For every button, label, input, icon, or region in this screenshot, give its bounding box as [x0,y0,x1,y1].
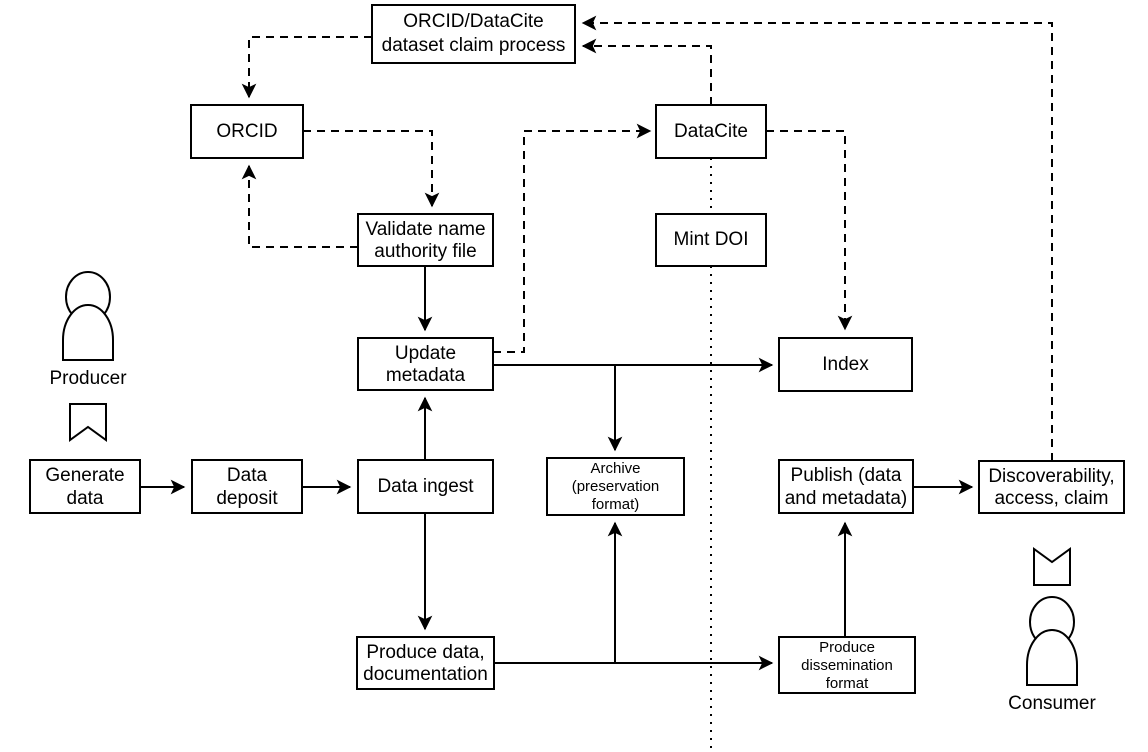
node-update-metadata-label-2: metadata [386,365,466,386]
node-archive-label-1: Archive [590,460,640,477]
node-publish-box[interactable] [778,459,914,514]
node-mint-doi-box[interactable] [655,213,767,267]
node-produce-data-documentation-label-2: documentation [363,664,488,685]
node-generate-data-label-1: Generate [45,465,124,486]
producer-label: Producer [49,368,127,389]
node-produce-dissemination-format-box[interactable] [778,636,916,694]
edge-datacite-to-index [766,130,853,331]
node-produce-data-documentation[interactable]: Produce data, documentation [356,636,495,690]
consumer-person-icon [1026,596,1078,686]
producer-person-icon [62,271,114,361]
node-update-metadata-label-1: Update [395,343,456,364]
node-data-ingest-label-1: Data ingest [377,476,474,497]
node-orcid-datacite-claim-process-box[interactable] [371,4,576,64]
node-mint-doi-label-1: Mint DOI [674,229,749,250]
node-publish-label-2: and metadata) [785,488,908,509]
node-validate-name-authority-file-label-2: authority file [374,241,476,262]
node-data-deposit-box[interactable] [191,459,303,514]
edge-update-metadata-to-datacite [493,123,652,353]
edge-discoverability-to-claim-process [581,15,1053,461]
node-datacite-label-1: DataCite [674,121,748,142]
node-generate-data-label-2: data [67,488,104,509]
node-archive-label-3: format) [592,496,640,513]
node-produce-dissemination-format-label-1: Produce [819,639,875,656]
node-datacite[interactable]: DataCite [655,104,767,159]
node-index-label-1: Index [822,354,869,375]
node-data-deposit-label-1: Data [227,465,268,486]
node-generate-data-box[interactable] [29,459,141,514]
consumer-label: Consumer [1008,693,1096,714]
actor-producer: Producer [49,271,127,442]
producer-bookmark-icon [69,403,107,442]
node-datacite-box[interactable] [655,104,767,159]
node-publish[interactable]: Publish (data and metadata) [778,459,914,514]
node-orcid[interactable]: ORCID [190,104,304,159]
node-produce-dissemination-format[interactable]: Produce dissemination format [778,636,916,694]
node-data-ingest[interactable]: Data ingest [357,459,494,514]
consumer-bookmark-icon [1033,547,1071,586]
node-publish-label-1: Publish (data [791,465,902,486]
node-produce-data-documentation-label-1: Produce data, [366,642,484,663]
edge-orcid-to-validate-name [303,130,440,208]
node-data-deposit-label-2: deposit [216,488,278,509]
edge-validate-name-to-orcid [241,164,358,248]
node-discoverability-box[interactable] [978,460,1125,514]
node-orcid-datacite-claim-process-label-2: dataset claim process [382,35,566,56]
node-archive[interactable]: Archive (preservation format) [546,457,685,516]
node-orcid-box[interactable] [190,104,304,159]
node-produce-dissemination-format-label-2: dissemination [801,657,893,674]
node-data-ingest-box[interactable] [357,459,494,514]
node-archive-box[interactable] [546,457,685,516]
node-orcid-datacite-claim-process-label-1: ORCID/DataCite [403,11,543,32]
edge-claim-process-to-orcid [241,36,372,99]
node-index-box[interactable] [778,337,913,392]
node-validate-name-authority-file-box[interactable] [357,213,494,267]
node-produce-dissemination-format-label-3: format [826,675,869,692]
node-generate-data[interactable]: Generate data [29,459,141,514]
node-mint-doi[interactable]: Mint DOI [655,213,767,267]
node-index[interactable]: Index [778,337,913,392]
node-validate-name-authority-file-label-1: Validate name [365,219,485,240]
node-orcid-label-1: ORCID [216,121,277,142]
node-orcid-datacite-claim-process[interactable]: ORCID/DataCite dataset claim process [371,4,576,64]
actor-consumer: Consumer [1008,547,1096,714]
node-validate-name-authority-file[interactable]: Validate name authority file [357,213,494,267]
node-archive-label-2: (preservation [572,478,660,495]
node-data-deposit[interactable]: Data deposit [191,459,303,514]
node-produce-data-documentation-box[interactable] [356,636,495,690]
node-update-metadata-box[interactable] [357,337,494,391]
node-discoverability-label-1: Discoverability, [988,466,1114,487]
node-discoverability[interactable]: Discoverability, access, claim [978,460,1125,514]
edge-datacite-to-claim-process [581,38,712,105]
node-discoverability-label-2: access, claim [994,488,1108,509]
node-update-metadata[interactable]: Update metadata [357,337,494,391]
